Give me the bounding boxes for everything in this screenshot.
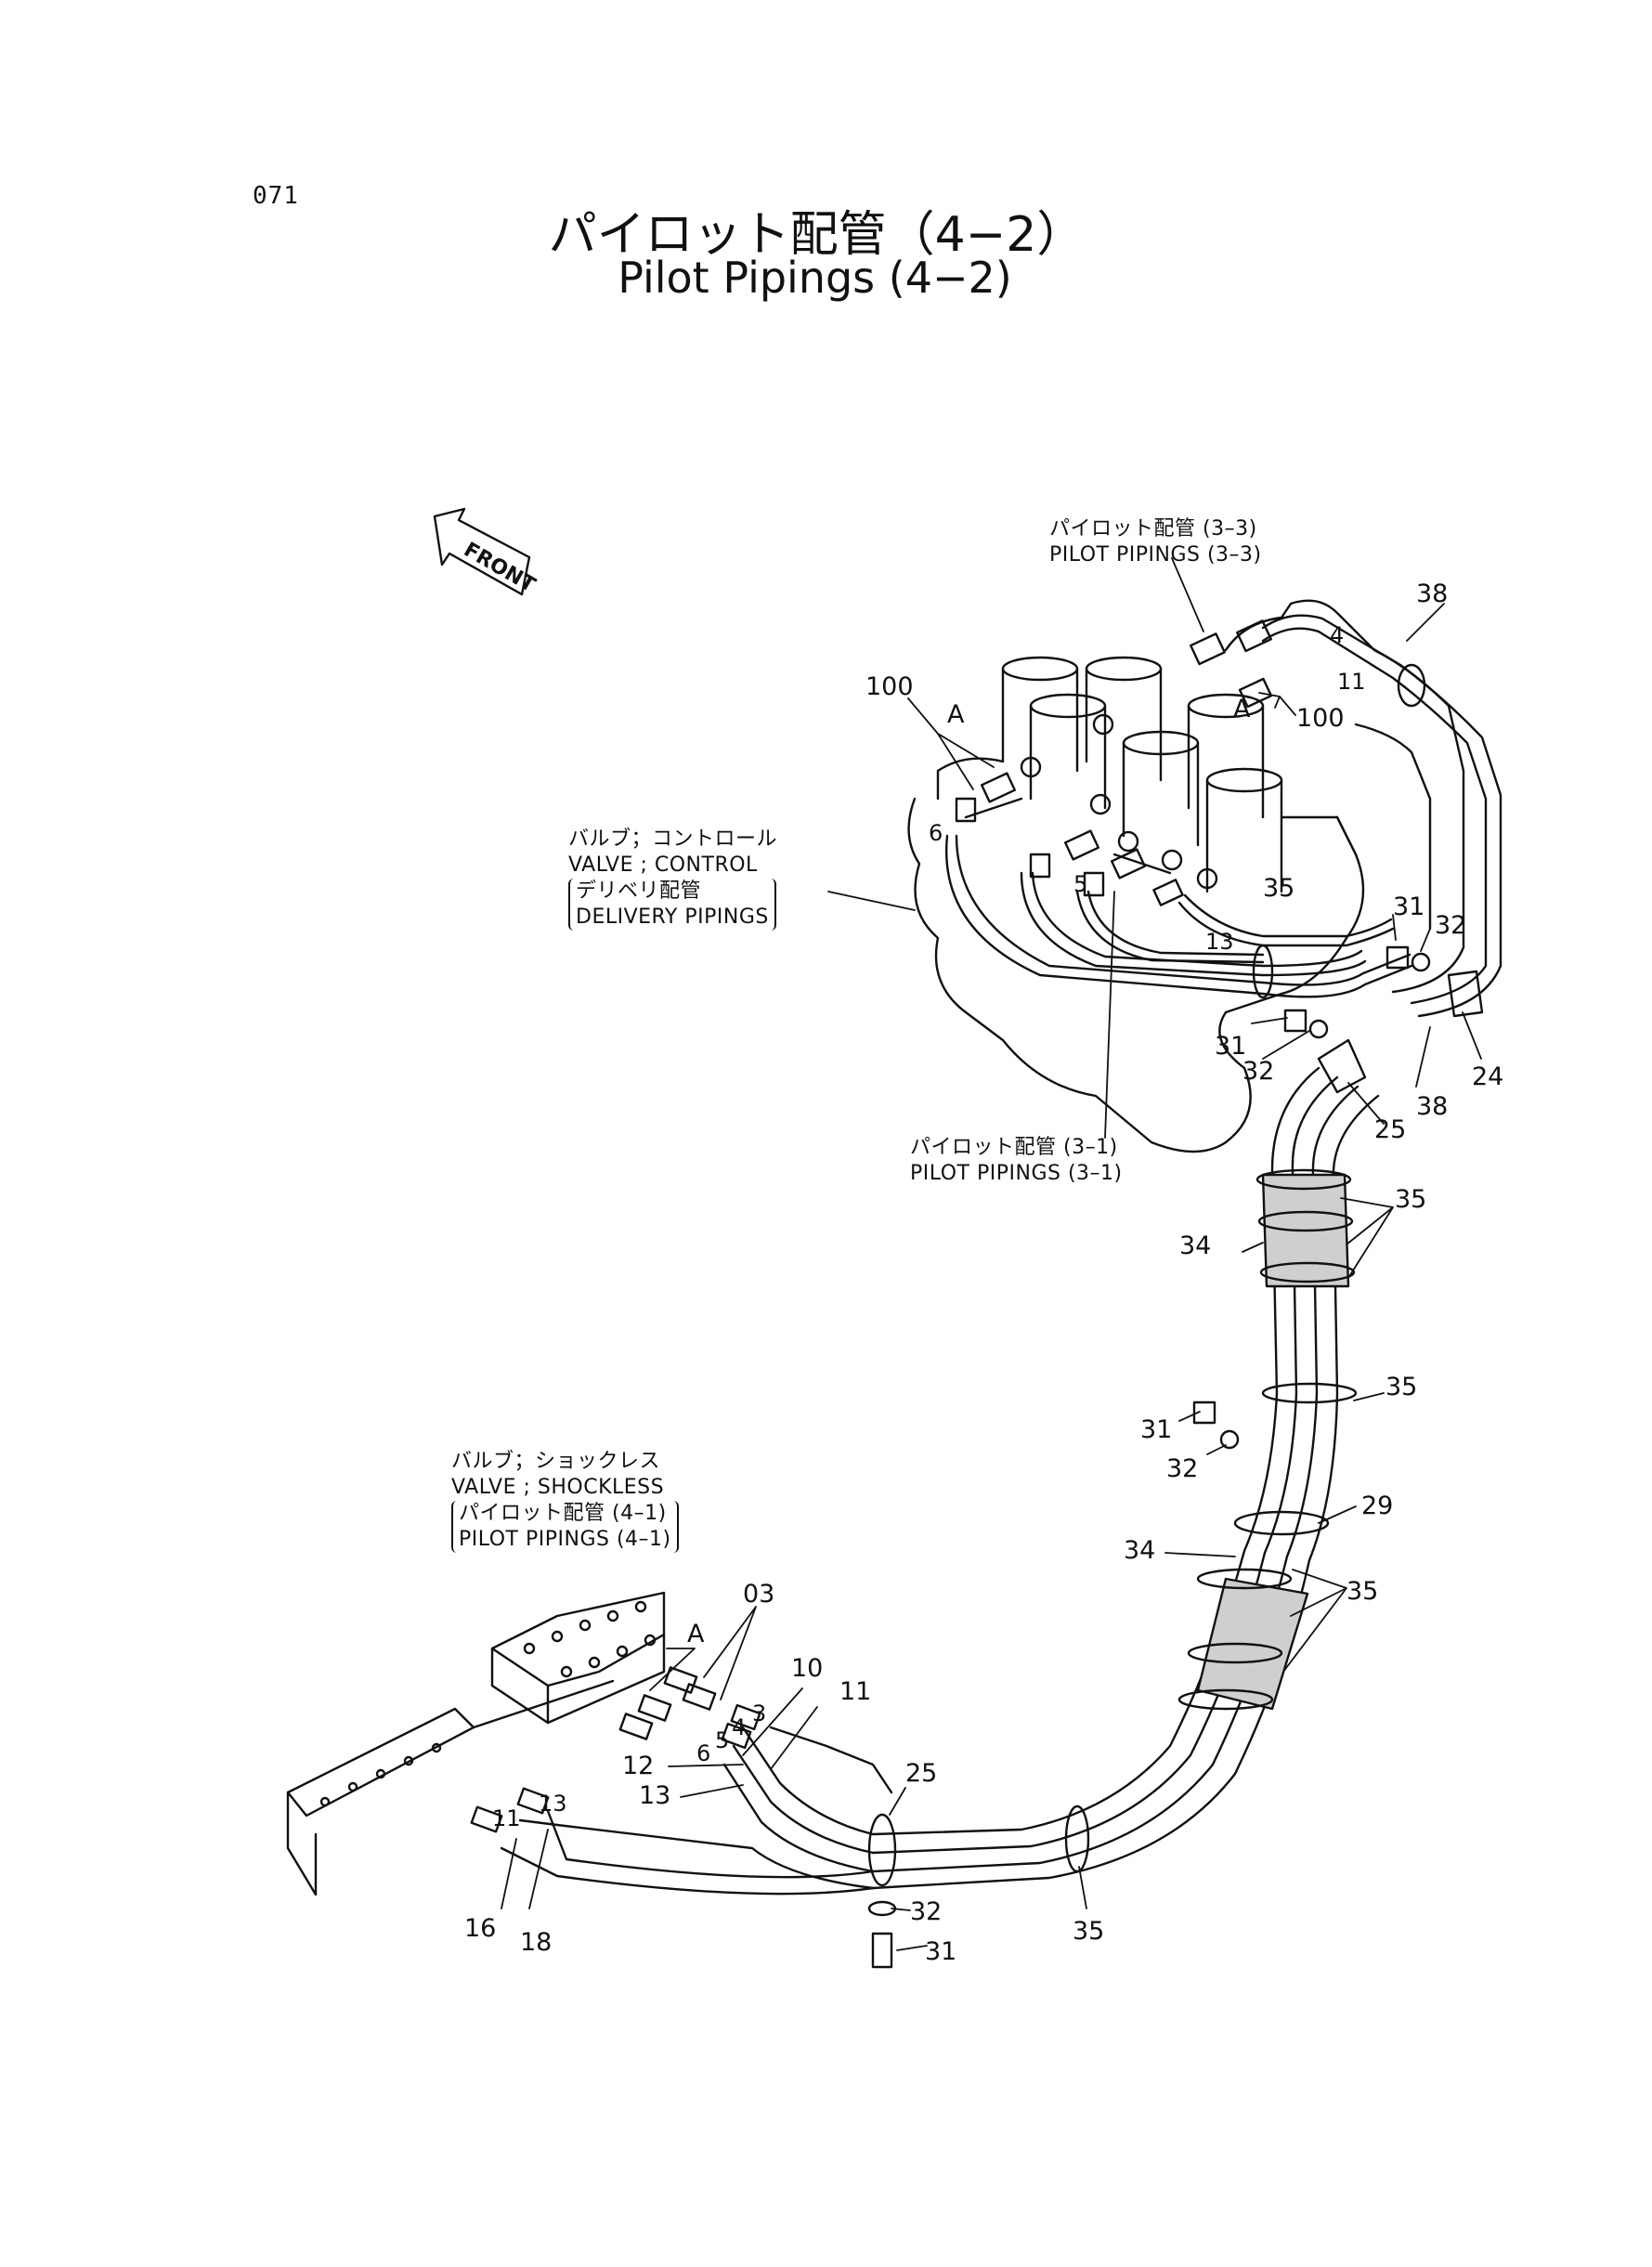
callout-4: 4 [732, 1714, 746, 1740]
callout-35: 35 [1346, 1577, 1378, 1606]
callout-31: 31 [1215, 1032, 1246, 1061]
bolts-washers [867, 945, 1431, 1969]
page-number: 071 [253, 182, 299, 210]
ref-jp: パイロット配管 (3–1) [910, 1136, 1118, 1159]
pilot-port-fittings [955, 619, 1273, 906]
callout-6: 6 [929, 820, 943, 846]
ref-en: VALVE ; SHOCKLESS [451, 1476, 665, 1499]
callout-32: 32 [910, 1897, 942, 1926]
callout-25: 25 [905, 1759, 937, 1788]
shockless-valve-block [490, 1591, 666, 1725]
callout-13: 13 [639, 1781, 670, 1810]
callout-5: 5 [715, 1727, 729, 1753]
callout-31: 31 [1393, 892, 1424, 921]
callout-13: 13 [1205, 929, 1234, 955]
callout-35: 35 [1073, 1917, 1104, 1946]
title-english: Pilot Pipings (4−2) [618, 253, 1012, 303]
ref-jp: バルブ；ショックレス [451, 1450, 661, 1473]
callout-34: 34 [1179, 1231, 1211, 1260]
callout-31: 31 [925, 1937, 956, 1966]
callout-3: 3 [752, 1700, 766, 1726]
callout-100: 100 [865, 672, 914, 701]
callout-labels: 38 100 A A 100 4 11 31 32 35 13 6 5 31 3… [464, 580, 1503, 1966]
ref-sub-jp: デリベリ配管 [576, 879, 702, 903]
leader-lines [501, 557, 1482, 1951]
callout-a: A [687, 1620, 705, 1648]
ref-sub-en: DELIVERY PIPINGS [576, 905, 769, 929]
callout-32: 32 [1166, 1454, 1198, 1483]
ref-sub-jp: パイロット配管 (4–1) [459, 1502, 667, 1525]
shockless-valve-fittings [470, 1666, 761, 1833]
callout-18: 18 [520, 1928, 552, 1957]
callout-11: 11 [492, 1805, 521, 1831]
ref-en: PILOT PIPINGS (3–3) [1049, 543, 1262, 567]
callout-100: 100 [1296, 704, 1345, 733]
callout-38: 38 [1416, 580, 1448, 608]
callout-6: 6 [696, 1740, 710, 1766]
pilot-hoses-lower [500, 1726, 893, 1896]
ref-en: PILOT PIPINGS (3–1) [910, 1162, 1123, 1185]
callout-12: 12 [622, 1752, 654, 1780]
callout-31: 31 [1140, 1415, 1172, 1444]
front-arrow-icon: FRONT [433, 507, 539, 597]
pilot-hoses-upper [945, 599, 1502, 1018]
callout-35: 35 [1263, 874, 1294, 903]
callout-11: 11 [839, 1677, 871, 1706]
ref-control-valve: バルブ；コントロール VALVE ; CONTROL デリベリ配管 DELIVE… [568, 827, 777, 931]
callout-35: 35 [1395, 1185, 1426, 1214]
ref-jp: パイロット配管 (3–3) [1049, 517, 1257, 541]
callout-10: 10 [791, 1654, 823, 1683]
ref-pilot-pipings-3-1: パイロット配管 (3–1) PILOT PIPINGS (3–1) [910, 1135, 1123, 1187]
callout-35: 35 [1385, 1373, 1417, 1401]
callout-32: 32 [1435, 911, 1466, 940]
ref-en: VALVE ; CONTROL [568, 853, 758, 877]
callout-32: 32 [1242, 1057, 1274, 1086]
callout-38: 38 [1416, 1092, 1448, 1121]
callout-29: 29 [1361, 1492, 1393, 1520]
callout-25: 25 [1374, 1115, 1406, 1144]
callout-24: 24 [1472, 1062, 1503, 1091]
ref-shockless-valve: バルブ；ショックレス VALVE ; SHOCKLESS パイロット配管 (4–… [451, 1449, 679, 1553]
callout-11: 11 [1337, 669, 1366, 695]
ref-sub-en: PILOT PIPINGS (4–1) [459, 1528, 671, 1551]
callout-5: 5 [1073, 871, 1087, 897]
clamps [867, 663, 1484, 1887]
callout-4: 4 [1330, 622, 1344, 648]
callout-34: 34 [1124, 1536, 1155, 1565]
ref-jp: バルブ；コントロール [568, 827, 778, 851]
callout-a: A [1233, 695, 1251, 723]
mounting-bracket [286, 1679, 615, 1896]
callout-16: 16 [464, 1914, 496, 1943]
ref-pilot-pipings-3-3: パイロット配管 (3–3) PILOT PIPINGS (3–3) [1049, 516, 1262, 568]
title-japanese: パイロット配管（4−2） [548, 207, 1086, 263]
callout-a: A [947, 700, 965, 729]
callout-13: 13 [539, 1791, 567, 1817]
callout-03: 03 [743, 1580, 774, 1609]
